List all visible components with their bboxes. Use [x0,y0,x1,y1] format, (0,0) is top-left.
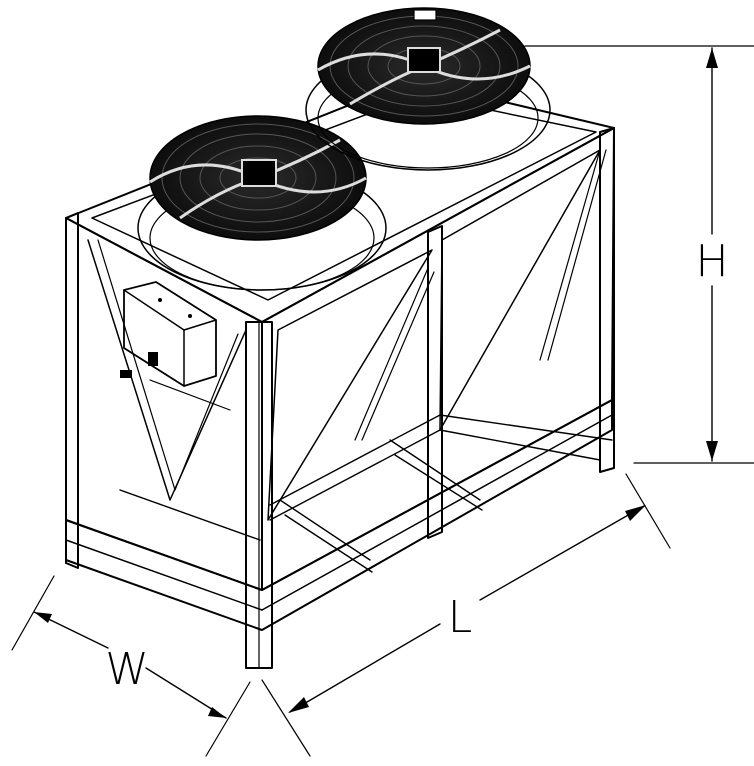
width-dimension: W [11,575,251,757]
height-dimension: H [524,45,754,464]
width-label: W [105,644,149,695]
corner-posts [65,127,615,669]
fan-rear [305,7,551,171]
fan-front [137,115,387,291]
control-box [120,281,217,387]
height-label: H [695,236,728,287]
base-frame [65,399,613,631]
length-label: L [448,592,473,643]
end-panel [65,217,263,591]
length-dimension: L [261,473,671,757]
